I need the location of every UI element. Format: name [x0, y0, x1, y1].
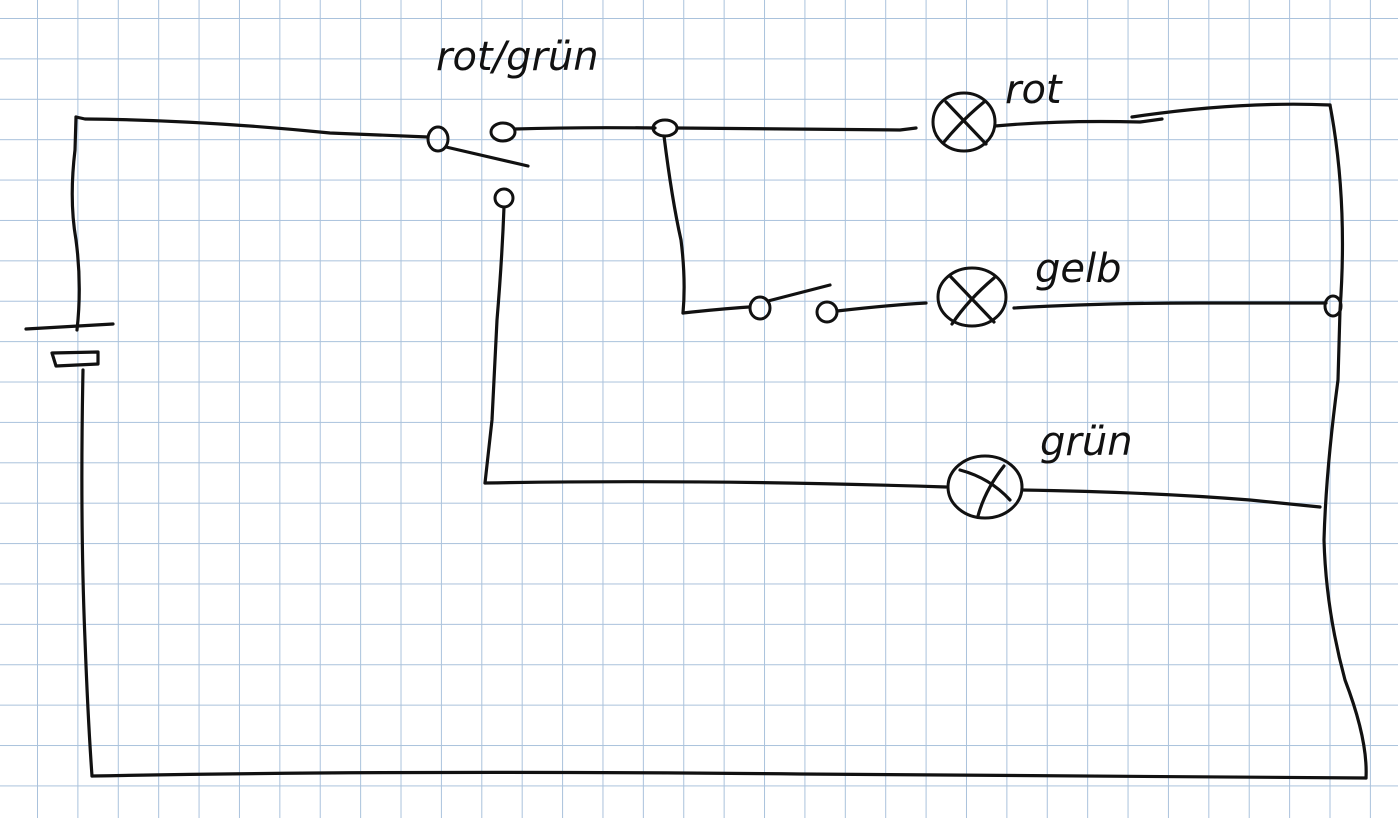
lamp-label-green: grün [1040, 419, 1133, 465]
wire-to-junction [513, 126, 657, 131]
wire-right [1322, 103, 1368, 780]
battery-symbol [24, 322, 115, 368]
switch-label: rot/grün [436, 34, 599, 80]
wire-junction-down [662, 134, 686, 315]
wire-left-lower [80, 368, 94, 778]
wire-left-upper [70, 115, 81, 332]
wire-red-lamp-out [993, 117, 1164, 128]
changeover-switch [426, 121, 530, 209]
wire-to-green-lamp [483, 480, 948, 489]
wire-bottom [90, 770, 1368, 780]
wire-switch-lower-down [483, 205, 506, 485]
wire-to-yellow-switch [681, 305, 751, 315]
yellow-switch [748, 283, 839, 324]
wire-green-lamp-out [1020, 488, 1322, 509]
wire-top-left [74, 115, 430, 139]
yellow-lamp-symbol [936, 266, 1008, 328]
wire-to-red-lamp [675, 126, 918, 132]
wire-top-right [1130, 102, 1332, 119]
wire-to-yellow-lamp [835, 301, 928, 313]
right-junction-node [1323, 294, 1343, 318]
red-lamp-symbol [931, 91, 997, 153]
lamp-label-red: rot [1005, 67, 1063, 113]
green-lamp-symbol [946, 454, 1024, 520]
lamp-label-yellow: gelb [1035, 246, 1122, 292]
wire-yellow-lamp-out [1012, 301, 1328, 310]
